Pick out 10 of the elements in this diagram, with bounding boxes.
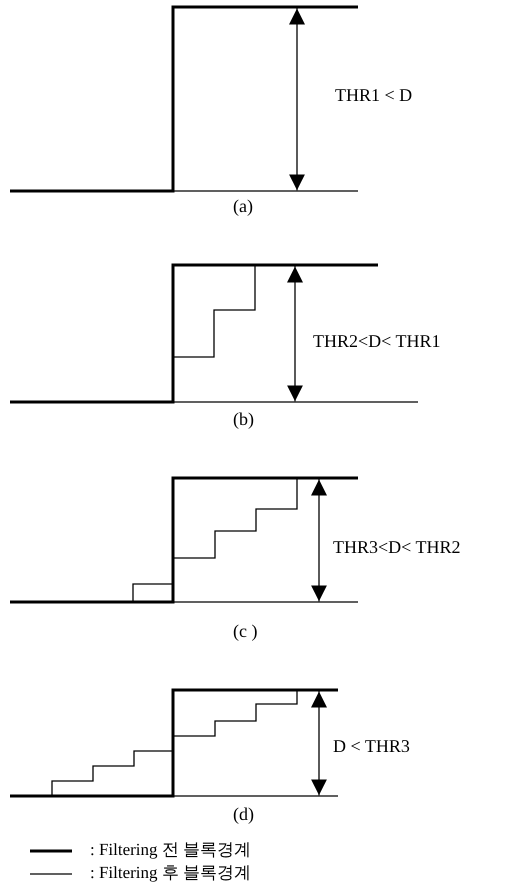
legend-text: : Filtering 전 블록경계 [90,841,252,858]
dimension-label: D < THR3 [333,737,410,755]
dimension-label: THR3<D< THR2 [333,538,460,556]
panel-caption: (b) [233,410,254,428]
panel-caption: (d) [233,805,254,823]
panel-caption: (a) [233,197,253,215]
dimension-label: THR1 < D [335,86,412,104]
dimension-label: THR2<D< THR1 [313,332,440,350]
legend-text: : Filtering 후 블록경계 [90,864,252,881]
panel-caption: (c ) [233,622,258,640]
